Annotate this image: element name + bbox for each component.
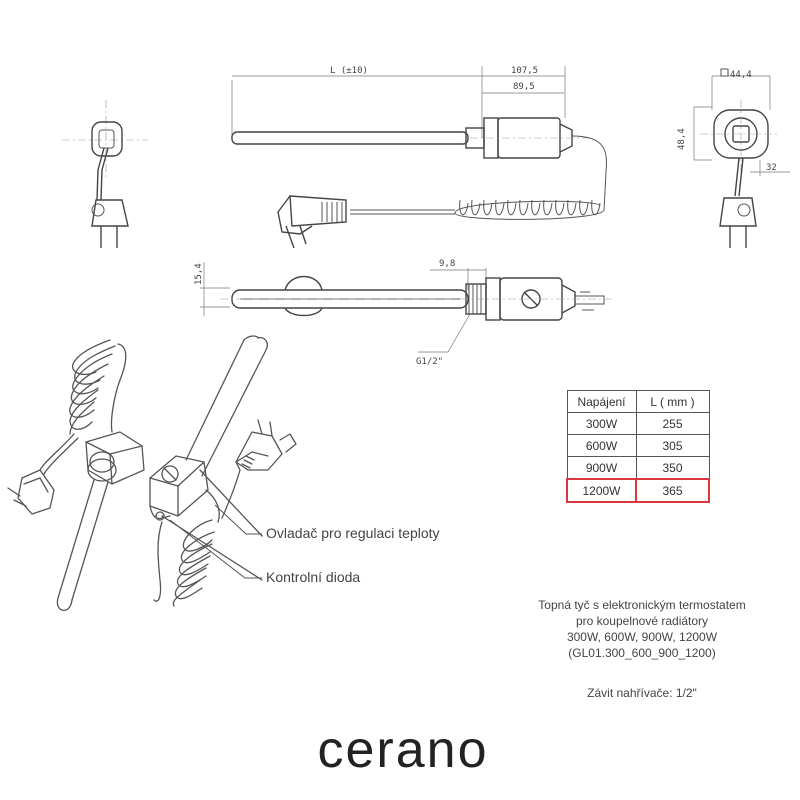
table-header-row: Napájení L ( mm ) xyxy=(566,390,710,413)
dim-9-8-label: 9,8 xyxy=(439,259,455,269)
perspective-heater-right xyxy=(149,335,297,607)
dim-length-label: L (±10) xyxy=(330,66,368,76)
description-line-3: 300W, 600W, 900W, 1200W xyxy=(566,630,718,644)
table-header-power: Napájení xyxy=(566,390,637,413)
leader-thermostat xyxy=(214,504,262,535)
table-header-length: L ( mm ) xyxy=(635,390,710,413)
table-row-highlighted: 1200W 365 xyxy=(566,478,710,503)
dim-107-5-label: 107,5 xyxy=(511,66,538,76)
dim-89-5-label: 89,5 xyxy=(513,82,535,92)
end-view-left xyxy=(62,100,148,248)
table-row: 900W 350 xyxy=(566,456,710,480)
product-description: Topná tyč s elektronickým termostatem pr… xyxy=(498,597,786,701)
table-cell-length: 365 xyxy=(635,478,710,503)
description-line-1: Topná tyč s elektronickým termostatem xyxy=(538,598,746,612)
perspective-heater-left xyxy=(7,339,145,611)
side-view-top: L (±10) 107,5 89,5 xyxy=(231,66,607,249)
callout-diode: Kontrolní dioda xyxy=(266,569,361,585)
end-view-right: 44,4 48,4 32 xyxy=(677,68,790,248)
table-row: 600W 305 xyxy=(566,434,710,457)
side-view-middle: 15,4 9,8 G1/2" xyxy=(194,259,612,367)
table-cell-length: 255 xyxy=(635,412,710,435)
dim-15-4-label: 15,4 xyxy=(194,263,204,285)
table-cell-length: 350 xyxy=(635,456,710,480)
table-cell-length: 305 xyxy=(635,434,710,457)
description-line-4: (GL01.300_600_900_1200) xyxy=(568,646,716,660)
table-cell-power: 900W xyxy=(566,456,637,480)
leader-diode xyxy=(169,519,262,579)
dim-48-4-label: 48,4 xyxy=(677,128,687,150)
dim-32-label: 32 xyxy=(766,163,777,173)
description-thread: Závit nahřívače: 1/2" xyxy=(587,686,697,700)
callout-thermostat: Ovladač pro regulaci teploty xyxy=(266,525,440,541)
table-cell-power: 300W xyxy=(566,412,637,435)
brand-logo: cerano xyxy=(317,721,489,779)
description-line-2: pro koupelnové radiátory xyxy=(575,614,709,628)
thread-note-label: G1/2" xyxy=(416,357,443,367)
power-length-table: Napájení L ( mm ) 300W 255 600W 305 900W… xyxy=(566,390,710,503)
table-row: 300W 255 xyxy=(566,412,710,435)
dim-44-4-label: 44,4 xyxy=(730,70,752,80)
table-cell-power: 600W xyxy=(566,434,637,457)
table-cell-power: 1200W xyxy=(566,478,637,503)
